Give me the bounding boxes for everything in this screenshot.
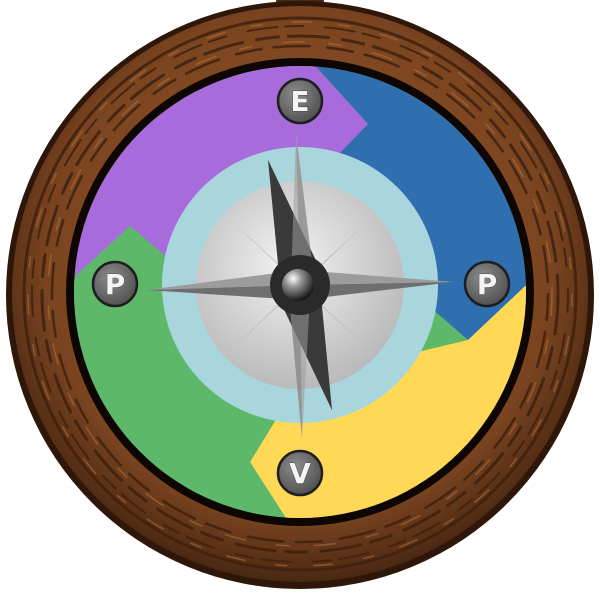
badge-top[interactable]: E — [276, 77, 324, 125]
badge-right[interactable]: P — [463, 260, 511, 308]
horizontal-rays — [146, 270, 454, 300]
center-pin — [282, 269, 314, 301]
compass-needle[interactable] — [146, 134, 454, 438]
badge-left[interactable]: P — [91, 260, 139, 308]
badge-top-label: E — [290, 85, 309, 118]
badge-bottom[interactable]: V — [276, 449, 324, 497]
badge-left-label: P — [105, 268, 126, 301]
badge-bottom-label: V — [289, 457, 311, 490]
badge-right-label: P — [477, 268, 498, 301]
